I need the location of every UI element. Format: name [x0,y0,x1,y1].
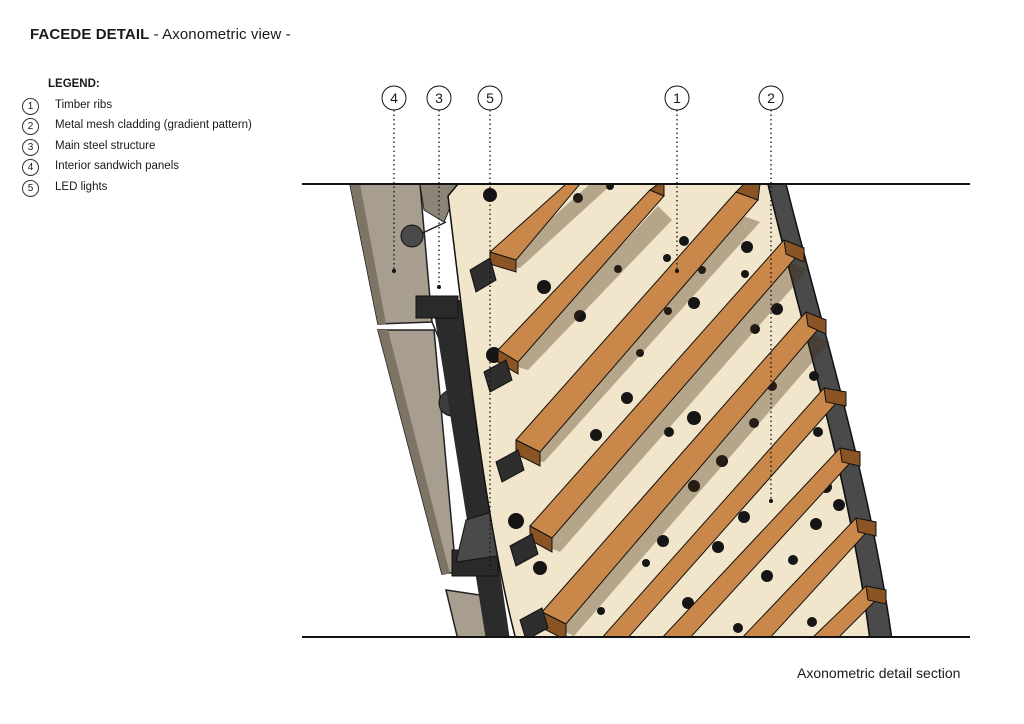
legend-label: LED lights [55,181,108,193]
legend-number-badge: 4 [22,159,39,176]
legend-label: Timber ribs [55,99,113,111]
axonometric-section [349,184,893,637]
led-lights [469,257,549,637]
timber-rib-1 [489,184,612,273]
timber-rib-5 [541,311,830,637]
callout-number: 2 [767,90,775,106]
callout-number: 1 [673,90,681,106]
callout-leaders [393,110,772,570]
legend-label: Metal mesh cladding (gradient pattern) [55,119,252,131]
callout-endpoints [392,269,773,503]
page-title: FACEDE DETAIL - Axonometric view - [30,26,291,43]
legend-label: Interior sandwich panels [55,160,180,172]
sandwich-panel-top-edge [350,184,386,324]
steel-box-upper [415,295,459,319]
timber-rib-6 [601,387,847,637]
timber-rib-3 [515,184,761,467]
title-subtitle: - Axonometric view - [149,26,291,43]
callout-number: 4 [390,90,398,106]
timber-rib-7 [662,447,861,637]
callout-number: 3 [435,90,443,106]
section-caption: Axonometric detail section [797,665,961,681]
timber-rib-4 [529,239,808,553]
callout-4: 4 [381,85,407,111]
steel-node-upper [400,224,424,248]
callout-2: 2 [758,85,784,111]
legend-number-badge: 2 [22,118,39,135]
legend-number-badge: 3 [22,139,39,156]
callout-5: 5 [477,85,503,111]
legend-heading: LEGEND: [48,78,100,90]
timber-rib-2 [497,184,672,375]
sandwich-panel-middle-edge [378,330,450,574]
callout-number: 5 [486,90,494,106]
legend-number-badge: 5 [22,180,39,197]
timber-rib-8 [742,517,877,637]
title-bold: FACEDE DETAIL [30,26,150,43]
timber-rib-9 [812,585,888,637]
callout-3: 3 [426,85,452,111]
legend-label: Main steel structure [55,140,156,152]
callout-1: 1 [664,85,690,111]
legend-number-badge: 1 [22,98,39,115]
